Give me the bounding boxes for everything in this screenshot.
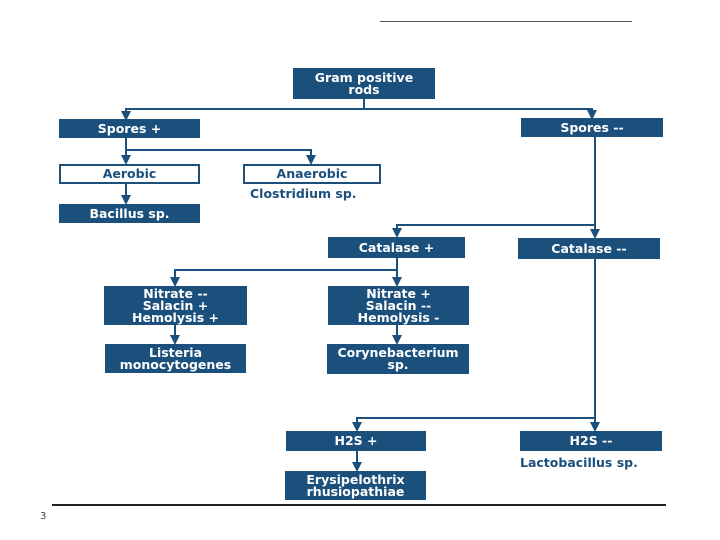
node-h2s-negative: H2S -- xyxy=(520,431,662,451)
node-corynebacterium: Corynebacterium sp. xyxy=(327,344,469,374)
connector-to-h2s-pos xyxy=(352,417,595,432)
node-tests-corynebacterium: Nitrate + Salacin -- Hemolysis - xyxy=(328,286,469,325)
bottom-rule xyxy=(52,504,666,506)
node-catalase-positive: Catalase + xyxy=(328,237,465,258)
node-gram-positive-rods: Gram positive rods xyxy=(293,68,435,99)
connector-spores-to-anaerobic xyxy=(126,149,316,165)
caption-lactobacillus: Lactobacillus sp. xyxy=(520,455,638,470)
node-aerobic: Aerobic xyxy=(59,164,200,184)
connector-to-catalase-pos xyxy=(392,224,595,238)
node-spores-positive: Spores + xyxy=(59,119,200,138)
node-h2s-positive: H2S + xyxy=(286,431,426,451)
node-spores-negative: Spores -- xyxy=(521,118,663,137)
top-rule xyxy=(380,21,632,22)
node-anaerobic: Anaerobic xyxy=(243,164,381,184)
node-catalase-negative: Catalase -- xyxy=(518,238,660,259)
caption-clostridium: Clostridium sp. xyxy=(250,186,357,201)
connector-gram-to-spores xyxy=(121,98,365,121)
node-tests-listeria: Nitrate -- Salacin + Hemolysis + xyxy=(104,286,247,325)
node-erysipelothrix: Erysipelothrix rhusiopathiae xyxy=(285,471,426,500)
node-bacillus: Bacillus sp. xyxy=(59,204,200,223)
connector-catalase-to-listeria-tests xyxy=(170,269,397,287)
page-number: 3 xyxy=(40,511,47,522)
node-listeria-monocytogenes: Listeria monocytogenes xyxy=(105,344,246,373)
connector-gram-to-spores-neg xyxy=(364,108,597,120)
